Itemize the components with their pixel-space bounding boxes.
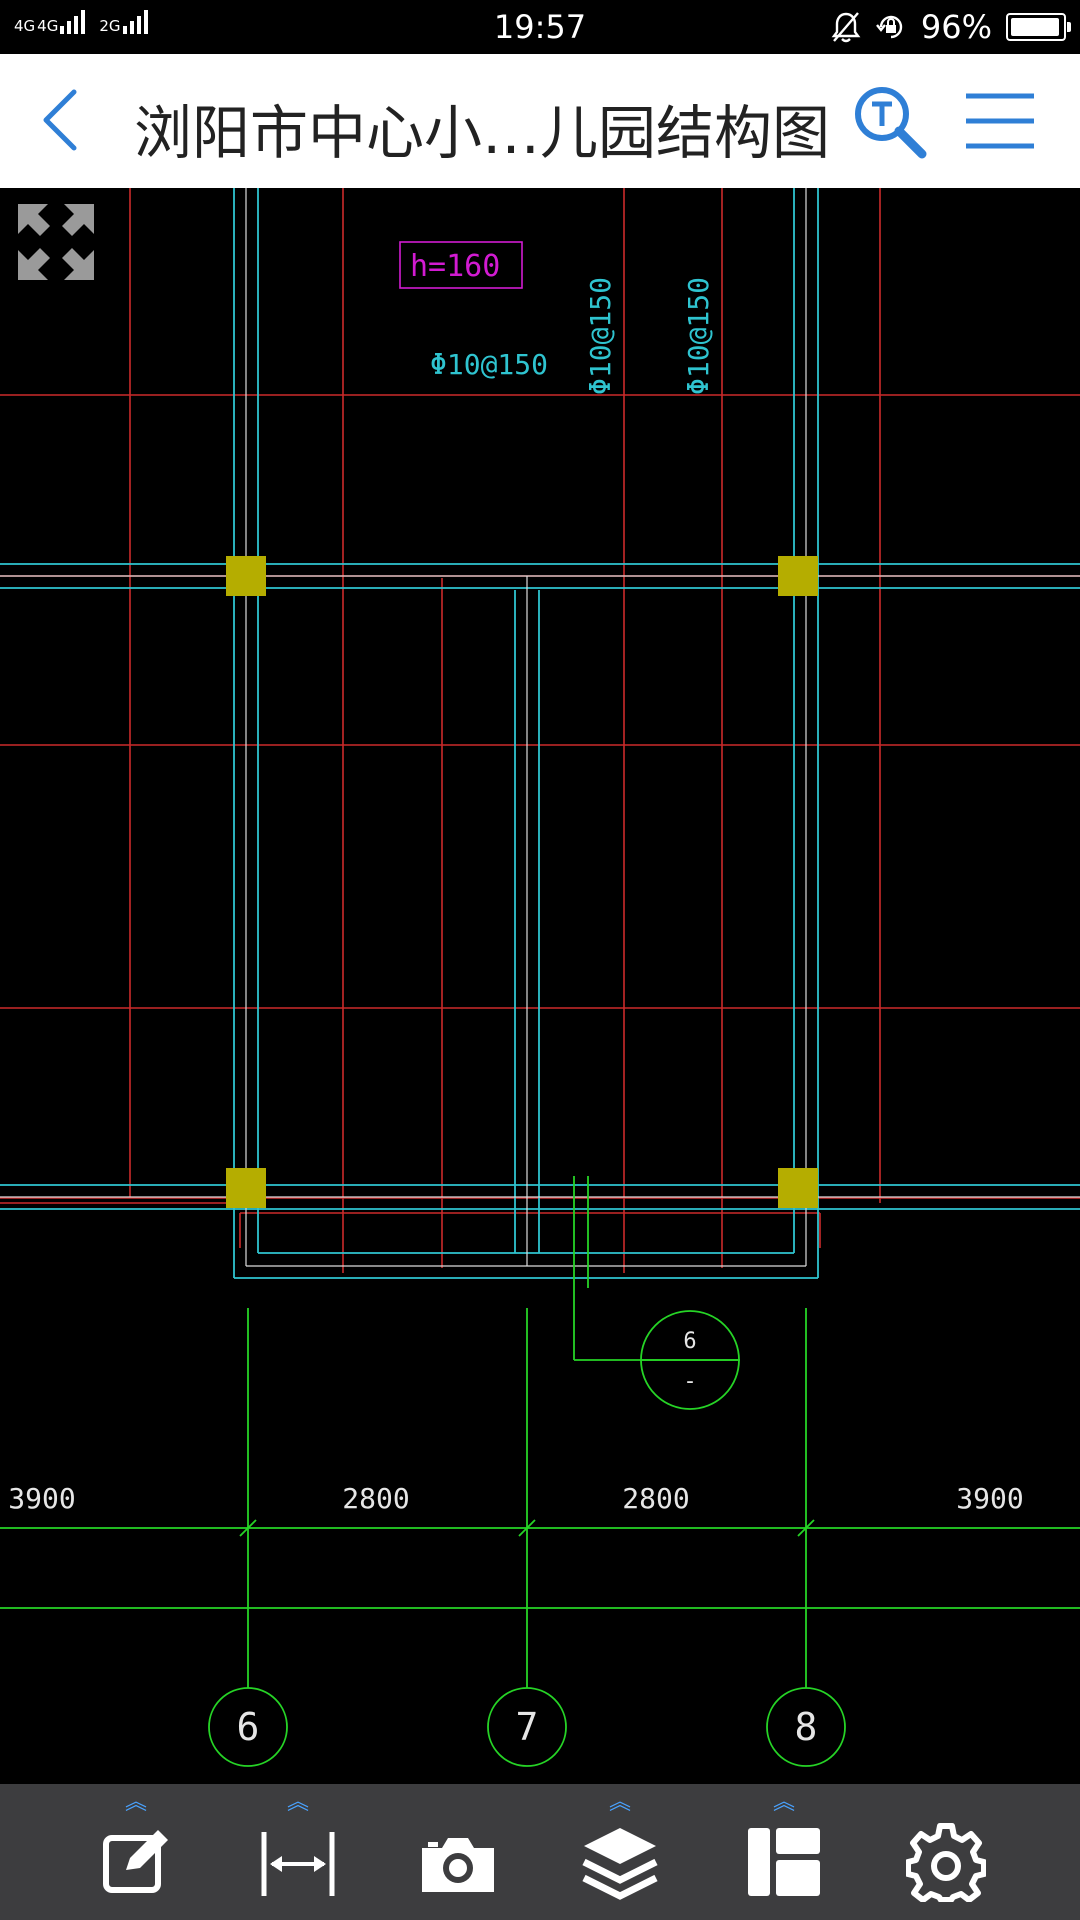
axis-label-8: 8 (795, 1705, 818, 1749)
sim3-label: 2G (99, 17, 121, 35)
axis-bubbles (208, 1687, 846, 1767)
slab-label: h=160 (410, 249, 500, 284)
text-search-icon[interactable] (852, 84, 928, 160)
status-bar: 4G 4G 2G 19:57 96% (0, 0, 1080, 54)
camera-icon[interactable] (418, 1822, 498, 1902)
app-bar: 浏阳市中心小…儿园结构图 (0, 54, 1080, 190)
detail-callout (573, 1176, 740, 1410)
slab-label-box (399, 241, 523, 289)
expand-up-icon[interactable]: ︽ (286, 1790, 309, 1815)
detail-marker-top: 6 (683, 1329, 696, 1354)
signal-indicators: 4G 4G 2G (14, 10, 148, 34)
expand-up-icon[interactable]: ︽ (124, 1790, 147, 1815)
outline-lines (0, 188, 1080, 1267)
columns (226, 556, 818, 1208)
gear-icon[interactable] (906, 1822, 986, 1902)
signal-bars-icon (60, 10, 86, 34)
rebar-label-vertical-2: Φ10@150 (682, 277, 715, 395)
sim1-label: 4G (14, 17, 36, 35)
signal-bars-icon (122, 10, 148, 34)
tool-layout[interactable]: ︽ (724, 1784, 844, 1920)
tool-edit[interactable]: ︽ (76, 1784, 196, 1920)
layers-icon[interactable] (580, 1822, 660, 1902)
cad-drawing[interactable]: h=160 Φ10@150 Φ10@150 Φ10@150 6 - 3900 (0, 188, 1080, 1784)
battery-icon (1006, 13, 1071, 41)
status-right: 96% (831, 8, 1071, 46)
tool-measure[interactable]: ︽ (238, 1784, 358, 1920)
sim2-label: 4G (37, 17, 59, 35)
tool-settings[interactable] (886, 1784, 1006, 1920)
chevron-left-icon[interactable] (30, 84, 100, 154)
tool-camera[interactable] (398, 1784, 518, 1920)
dimension-2: 2800 (342, 1482, 409, 1515)
beam-lines (0, 188, 1080, 1279)
status-time: 19:57 (493, 8, 587, 46)
hamburger-menu-icon[interactable] (962, 90, 1038, 152)
tool-layers[interactable]: ︽ (560, 1784, 680, 1920)
edit-icon[interactable] (96, 1822, 176, 1902)
axis-lines (0, 1308, 1080, 1688)
expand-up-icon[interactable]: ︽ (608, 1790, 631, 1815)
battery-percent: 96% (920, 8, 992, 46)
rotation-lock-icon (875, 15, 903, 39)
sim2-signal: 2G (99, 10, 148, 35)
sim1-signal: 4G 4G (14, 10, 86, 35)
rebar-label-horizontal: Φ10@150 (430, 348, 548, 381)
axis-label-7: 7 (516, 1705, 539, 1749)
bottom-toolbar: ︽ ︽ ︽ ︽ (0, 1784, 1080, 1920)
rebar-label-vertical-1: Φ10@150 (584, 277, 617, 395)
drawing-canvas[interactable]: h=160 Φ10@150 Φ10@150 Φ10@150 6 - 3900 (0, 188, 1080, 1784)
dimension-3: 2800 (622, 1482, 689, 1515)
red-grid (0, 188, 1080, 1273)
dimension-4: 3900 (956, 1482, 1023, 1515)
axis-label-6: 6 (237, 1705, 260, 1749)
bell-muted-icon (831, 12, 861, 43)
layout-icon[interactable] (744, 1822, 824, 1902)
page-title: 浏阳市中心小…儿园结构图 (134, 99, 831, 167)
expand-up-icon[interactable]: ︽ (772, 1790, 795, 1815)
measure-icon[interactable] (258, 1822, 338, 1902)
fullscreen-icon[interactable] (14, 200, 98, 284)
detail-marker-bottom: - (683, 1369, 696, 1394)
dimension-1: 3900 (8, 1482, 75, 1515)
